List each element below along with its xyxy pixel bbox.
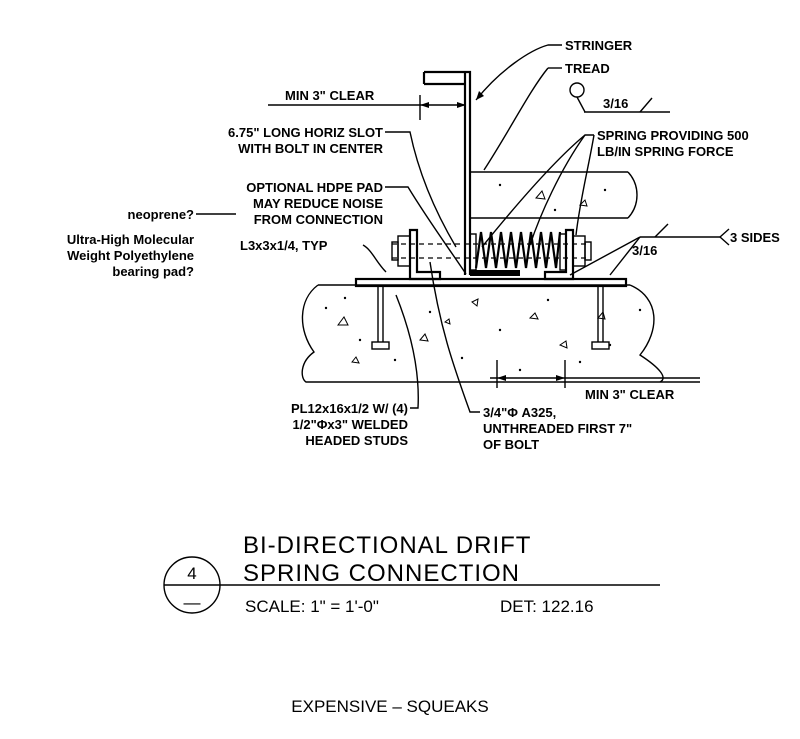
det-text: DET: 122.16: [500, 597, 594, 616]
label-weld-side: 3/16: [632, 243, 657, 258]
label-three-sides: 3 SIDES: [730, 230, 780, 245]
label-slot-line1: 6.75" LONG HORIZ SLOT: [228, 125, 383, 140]
note-neoprene: neoprene?: [128, 207, 195, 222]
detail-number: 4: [187, 564, 196, 583]
dimension-bottom: [490, 360, 700, 388]
note-line3: Weight Polyethylene: [67, 248, 194, 263]
label-tread: TREAD: [565, 61, 610, 76]
label-pad-line1: OPTIONAL HDPE PAD: [246, 180, 383, 195]
label-angle: L3x3x1/4, TYP: [240, 238, 328, 253]
stringer: [422, 70, 472, 275]
label-min-clear-top: MIN 3" CLEAR: [285, 88, 375, 103]
label-plate-line1: PL12x16x1/2 W/ (4): [291, 401, 408, 416]
title-block: 4 — BI-DIRECTIONAL DRIFT SPRING CONNECTI…: [163, 532, 660, 616]
concrete-slab: [301, 284, 700, 383]
label-pad-line2: MAY REDUCE NOISE: [253, 196, 383, 211]
hdpe-pad: [470, 270, 520, 276]
note-line2: Ultra-High Molecular: [67, 232, 194, 247]
label-pad-line3: FROM CONNECTION: [254, 212, 383, 227]
label-plate-line2: 1/2"Φx3" WELDED: [293, 417, 408, 432]
angle-right: [543, 228, 592, 281]
label-plate-line3: HEADED STUDS: [305, 433, 408, 448]
dimension-top: [268, 95, 466, 120]
tread-slab: [470, 171, 638, 219]
note-line4: bearing pad?: [112, 264, 194, 279]
label-stringer: STRINGER: [565, 38, 633, 53]
footer-note: EXPENSIVE – SQUEAKS: [291, 697, 488, 716]
label-bolt-line1: 3/4"Φ A325,: [483, 405, 556, 420]
title-line2: SPRING CONNECTION: [243, 560, 520, 587]
angle-left: [391, 228, 442, 281]
label-bolt-line2: UNTHREADED FIRST 7": [483, 421, 632, 436]
detail-sheet: —: [184, 593, 201, 612]
leader-lines: [196, 44, 730, 413]
label-bolt-line3: OF BOLT: [483, 437, 539, 452]
scale-text: SCALE: 1" = 1'-0": [245, 597, 379, 616]
label-slot-line2: WITH BOLT IN CENTER: [238, 141, 384, 156]
label-spring-line2: LB/IN SPRING FORCE: [597, 144, 734, 159]
spring: [469, 231, 567, 271]
label-min-clear-bottom: MIN 3" CLEAR: [585, 387, 675, 402]
label-weld-top: 3/16: [603, 96, 628, 111]
label-spring-line1: SPRING PROVIDING 500: [597, 128, 749, 143]
title-line1: BI-DIRECTIONAL DRIFT: [243, 532, 531, 559]
embed-plate: [354, 277, 628, 288]
